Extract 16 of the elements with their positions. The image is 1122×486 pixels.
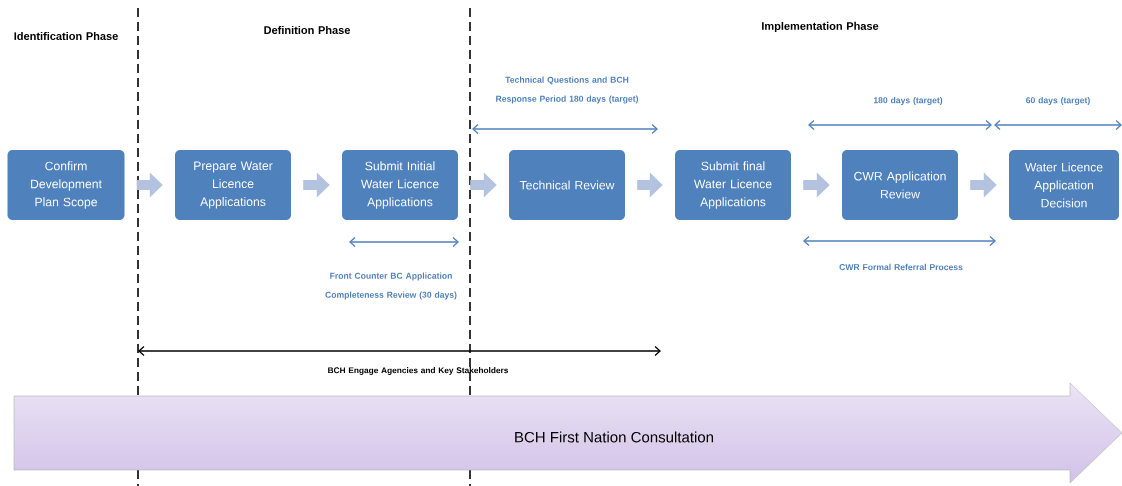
phase-heading: Implementation Phase <box>762 21 879 33</box>
duration-label: CWR Formal Referral Process <box>839 263 963 271</box>
duration-label: 180 days (target) <box>873 96 943 105</box>
process-box: Prepare Water Licence Applications <box>175 150 291 220</box>
process-box: Water Licence Application Decision <box>1009 150 1119 220</box>
phase-heading: Identification Phase <box>14 31 118 41</box>
process-box: Confirm Development Plan Scope <box>7 150 125 220</box>
span-label: BCH Engage Agencies and Key Stakeholders <box>328 367 509 375</box>
duration-label: Technical Questions and BCH Response Period 180 days (target) <box>496 76 638 104</box>
process-box: Submit Initial Water Licence Applications <box>342 150 458 220</box>
process-box: CWR Application Review <box>842 150 958 220</box>
process-box: Technical Review <box>509 150 625 220</box>
phase-heading: Definition Phase <box>264 25 351 35</box>
duration-label: Front Counter BC Application Completeness Review (30 days) <box>325 272 457 300</box>
duration-label: 60 days (target) <box>1026 96 1090 105</box>
process-box: Submit final Water Licence Applications <box>675 150 791 220</box>
